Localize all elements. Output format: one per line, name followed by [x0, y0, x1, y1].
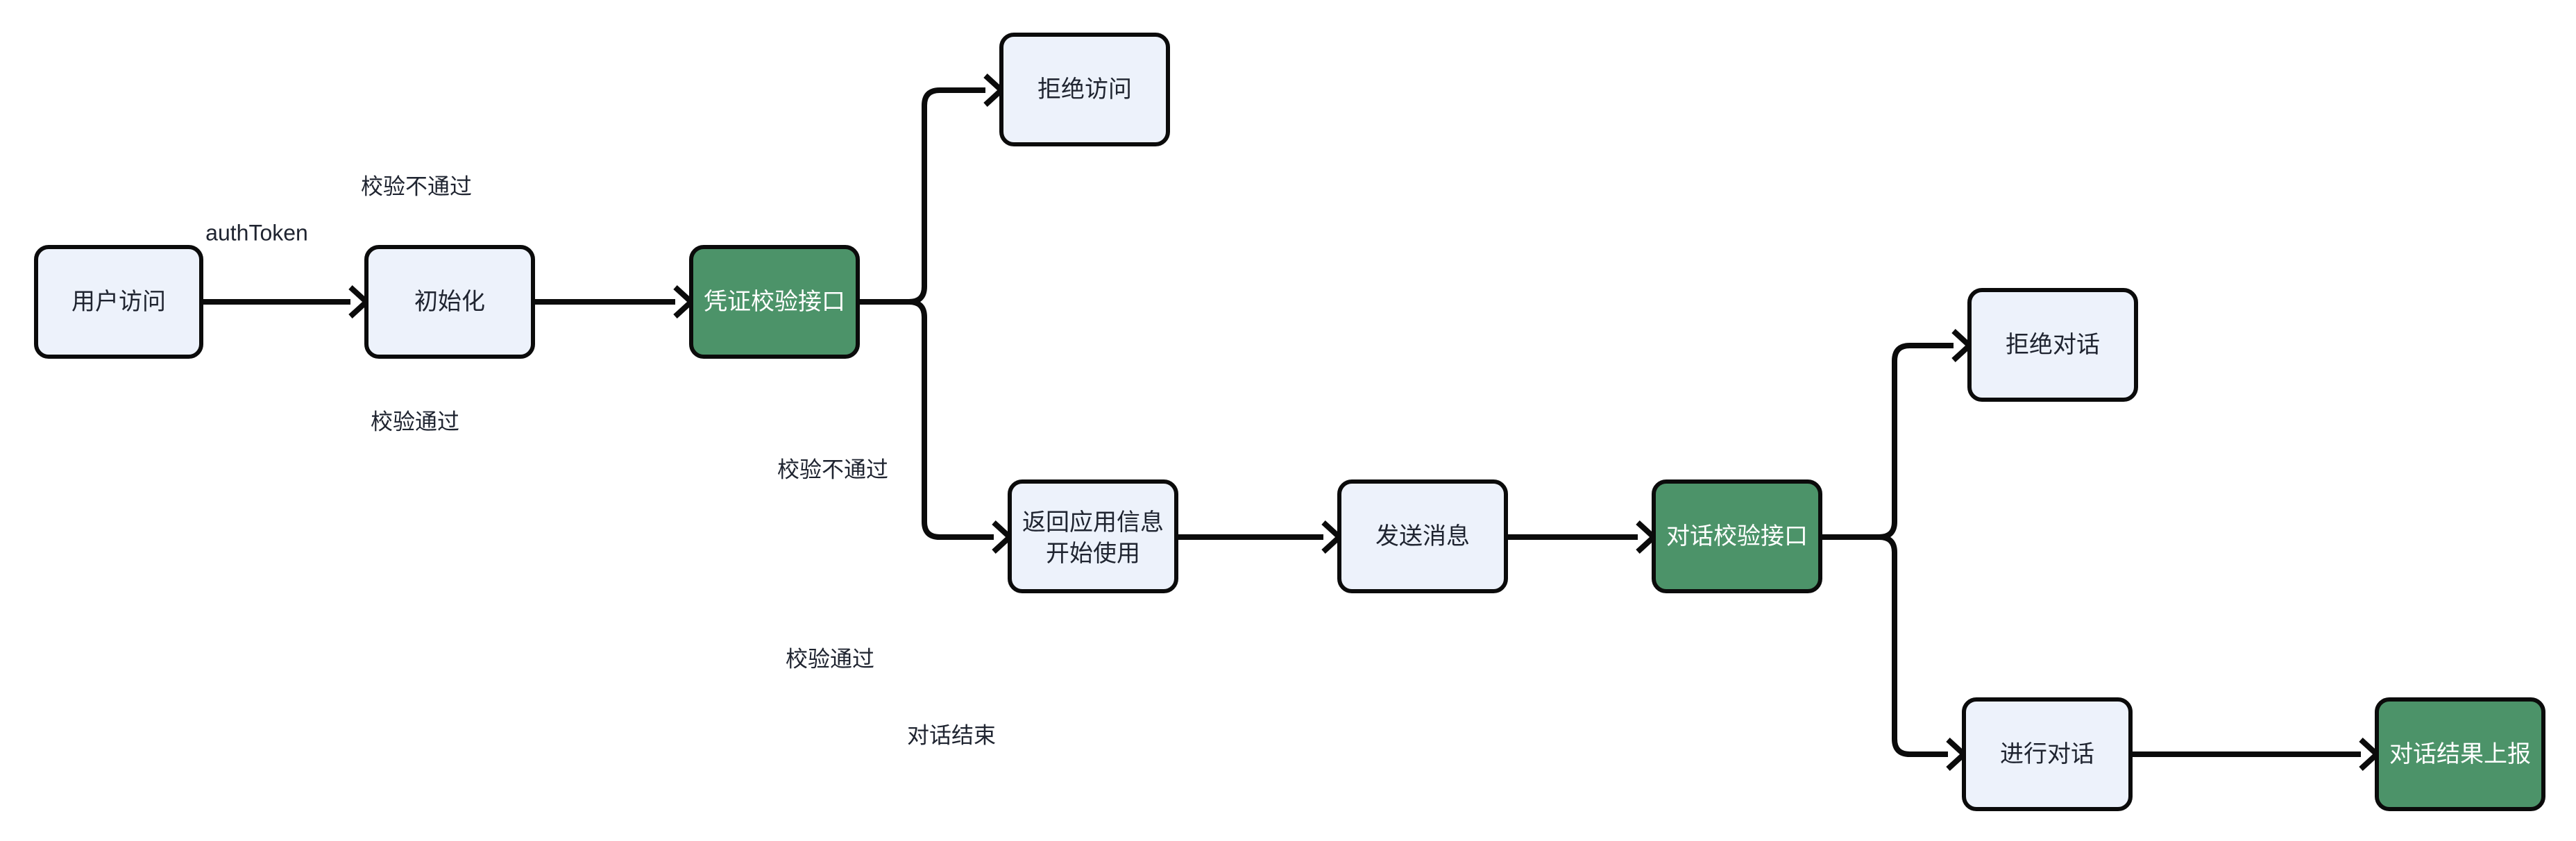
arrow-head-icon [992, 520, 1014, 554]
arrow-head-icon [348, 285, 371, 318]
node-auth-verify-api[interactable]: 凭证校验接口 [689, 245, 860, 359]
edge-layer: authToken 校验不通过 校验通过 [201, 74, 2381, 771]
node-shape [2375, 697, 2545, 811]
node-deny-access[interactable]: 拒绝访问 [999, 33, 1170, 146]
edge-line [1820, 343, 1954, 540]
node-init[interactable]: 初始化 [364, 245, 535, 359]
node-shape [1962, 697, 2133, 811]
node-deny-chat[interactable]: 拒绝对话 [1967, 288, 2138, 402]
node-send-message[interactable]: 发送消息 [1337, 479, 1508, 593]
edge-send-message-to-chat-verify-api[interactable] [1506, 520, 1658, 554]
arrow-head-icon [1636, 520, 1658, 554]
arrow-head-icon [2359, 738, 2381, 771]
node-label-init: 初始化 [414, 289, 485, 315]
node-label-return-app-info-line1: 返回应用信息 [1022, 509, 1164, 536]
edge-label-chat-fail: 校验不通过 [777, 457, 888, 482]
edge-label-auth-fail: 校验不通过 [361, 173, 472, 198]
node-shape [1652, 479, 1822, 593]
node-chat-verify-api[interactable]: 对话校验接口 [1652, 479, 1822, 593]
arrow-head-icon [1951, 329, 1974, 362]
node-shape [689, 245, 860, 359]
node-label-report-result: 对话结果上报 [2389, 741, 2531, 767]
edge-line [858, 299, 994, 540]
node-label-user-access: 用户访问 [71, 289, 166, 315]
arrow-head-icon [983, 74, 1006, 107]
node-return-app-info[interactable]: 返回应用信息 开始使用 [1008, 479, 1178, 593]
node-label-chat-verify-api: 对话校验接口 [1666, 523, 1808, 550]
node-layer: 用户访问 初始化 凭证校验接口 拒绝访问 返回应用信息 开始使用 [34, 33, 2545, 811]
arrow-head-icon [1946, 738, 1968, 771]
edge-label-auth-token: authToken [205, 220, 308, 245]
arrow-head-icon [673, 285, 695, 318]
node-report-result[interactable]: 对话结果上报 [2375, 697, 2545, 811]
edge-return-app-info-to-send-message[interactable] [1176, 520, 1344, 554]
edge-user-access-to-init[interactable] [201, 285, 371, 318]
node-label-return-app-info-line2: 开始使用 [1046, 541, 1140, 567]
edge-line [858, 87, 985, 305]
node-user-access[interactable]: 用户访问 [34, 245, 203, 359]
edge-line [1820, 534, 1948, 757]
edge-label-chat-pass: 校验通过 [786, 646, 874, 671]
node-label-deny-chat: 拒绝对话 [2006, 332, 2100, 358]
node-label-send-message: 发送消息 [1375, 523, 1470, 550]
node-shape [1967, 288, 2138, 402]
edge-label-chat-end: 对话结束 [907, 722, 996, 747]
node-shape [1008, 479, 1178, 593]
node-label-deny-access: 拒绝访问 [1037, 76, 1132, 103]
node-do-chat[interactable]: 进行对话 [1962, 697, 2133, 811]
node-label-auth-verify-api: 凭证校验接口 [704, 289, 845, 315]
edge-init-to-auth-verify-api[interactable]: authToken [205, 220, 695, 318]
edge-do-chat-to-report-result[interactable]: 对话结束 [907, 722, 2381, 771]
node-shape [364, 245, 535, 359]
arrow-head-icon [1321, 520, 1344, 554]
node-shape [1337, 479, 1508, 593]
edge-label-auth-pass: 校验通过 [371, 409, 459, 434]
node-shape [34, 245, 203, 359]
node-shape [999, 33, 1170, 146]
node-label-do-chat: 进行对话 [2000, 741, 2094, 767]
